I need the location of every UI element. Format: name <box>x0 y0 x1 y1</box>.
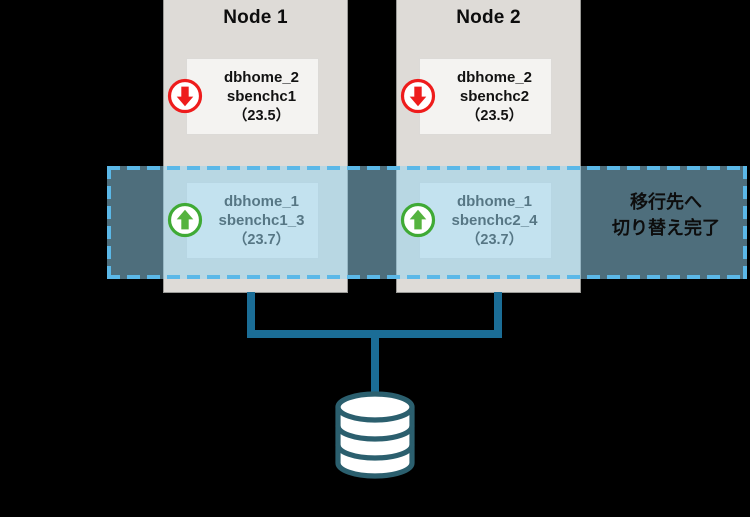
band-caption-line-2: 切り替え完了 <box>612 218 720 240</box>
band-caption-line-1: 移行先へ <box>630 192 702 213</box>
node-1-service-down-version: （23.5） <box>232 107 291 124</box>
connector-node1-vertical <box>247 292 255 337</box>
database-cylinder-icon <box>335 391 415 479</box>
node-2-service-box-down: dbhome_2 sbenchc2 （23.5） <box>419 58 552 135</box>
node-1-service-down-home: dbhome_2 <box>223 68 299 86</box>
connector-storage-vertical <box>371 330 379 392</box>
node-1-service-down-text: dbhome_2 sbenchc1 （23.5） <box>187 68 318 126</box>
up-arrow-circle-icon <box>400 202 436 238</box>
down-arrow-circle-icon <box>400 78 436 114</box>
node-2-title: Node 2 <box>456 7 521 28</box>
node-1-title: Node 1 <box>223 7 288 28</box>
node-2-service-down-home: dbhome_2 <box>456 68 532 86</box>
connector-node2-vertical <box>494 292 502 337</box>
band-border-left <box>107 166 111 279</box>
node-1-service-box-down: dbhome_2 sbenchc1 （23.5） <box>186 58 319 135</box>
band-border-right <box>743 166 747 279</box>
up-arrow-circle-icon <box>167 202 203 238</box>
band-border-bottom <box>107 275 747 279</box>
band-border-top <box>107 166 747 170</box>
node-1-service-down-instance: sbenchc1 <box>226 88 297 106</box>
node-2-service-down-version: （23.5） <box>465 107 524 124</box>
node-2-service-down-text: dbhome_2 sbenchc2 （23.5） <box>420 68 551 126</box>
down-arrow-circle-icon <box>167 78 203 114</box>
node-2-service-down-instance: sbenchc2 <box>459 88 530 106</box>
band-caption: 移行先へ 切り替え完了 <box>586 190 746 242</box>
